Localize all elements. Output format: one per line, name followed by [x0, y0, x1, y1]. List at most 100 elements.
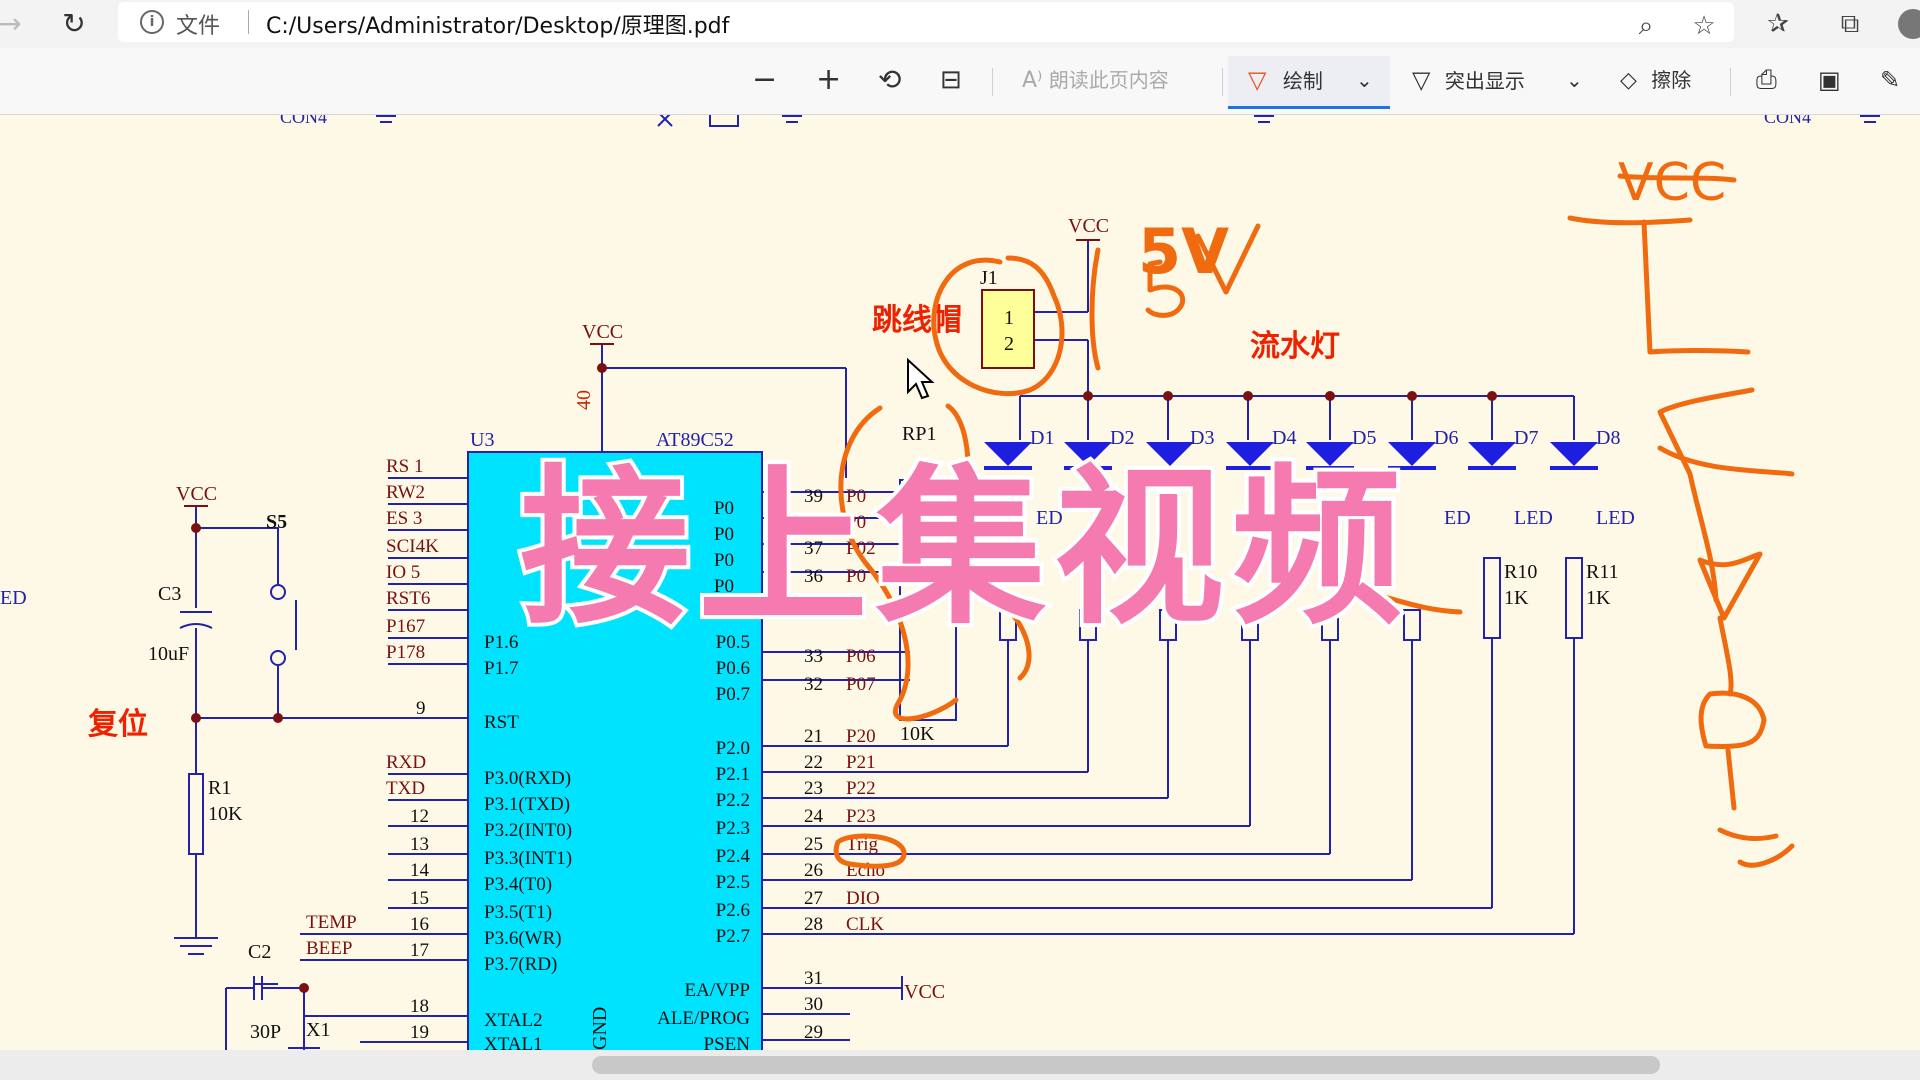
collections-icon[interactable]: ⧉ [1840, 9, 1860, 39]
j1-jumper [981, 289, 1035, 369]
draw-pen-icon: ▽ [1248, 66, 1267, 94]
pin-number: 28 [804, 914, 823, 935]
partial-led-left: ED [0, 587, 27, 609]
pdf-toolbar: − + ⟲ ⊟ A⁾ 朗读此页内容 ▽ 绘制 ⌄ ▽ 突出显示 ⌄ ◇ 擦除 ⎙… [0, 48, 1920, 115]
net-label: P20 [846, 726, 876, 747]
pin-40-label: 40 [573, 390, 595, 410]
pin-number: 14 [410, 860, 430, 881]
refresh-icon[interactable]: ↻ [62, 7, 86, 40]
net-label: P22 [846, 778, 876, 799]
net-label: P07 [846, 674, 876, 695]
net-label: P06 [846, 646, 876, 667]
favorite-star-icon[interactable]: ☆ [1692, 11, 1716, 41]
c3-value: 10uF [148, 643, 189, 665]
chip-pin-label: P2.0 [716, 738, 750, 759]
pin-number: 23 [804, 778, 823, 799]
chip-pin-label: P2.6 [716, 900, 750, 921]
chip-pin-label: P0 [714, 550, 734, 571]
r10-value: 1K [1504, 587, 1529, 609]
net-label: RST6 [386, 588, 430, 609]
chip-pin-label: P3.1(TXD) [484, 794, 570, 815]
pin-number: 21 [804, 726, 823, 747]
highlight-options-chevron-icon[interactable]: ⌄ [1566, 68, 1583, 92]
chip-pin-label: ALE/PROG [657, 1008, 750, 1029]
back-icon[interactable]: → [0, 7, 22, 40]
junctions [191, 363, 1497, 993]
pin-number: 26 [804, 860, 823, 881]
led-label: ED [1444, 507, 1471, 529]
draw-tab-active[interactable] [1228, 56, 1390, 109]
chip-pin-label: P3.4(T0) [484, 874, 552, 895]
net-label: P23 [846, 806, 876, 827]
freehand-ink [833, 173, 1795, 869]
save-icon[interactable]: ▣ [1818, 66, 1841, 94]
save-as-icon[interactable]: ✎ [1880, 66, 1901, 94]
draw-options-chevron-icon[interactable]: ⌄ [1356, 68, 1373, 92]
net-label: Trig [846, 834, 879, 855]
r1-label: R1 [208, 777, 231, 799]
rp1-value: 10K [900, 723, 935, 745]
erase-button[interactable]: ◇ 擦除 [1620, 60, 1691, 100]
pin-number: 31 [804, 968, 823, 989]
rotate-icon[interactable]: ⟲ [878, 63, 902, 96]
url-scheme-label: 文件 [176, 14, 221, 39]
left-pin-numbers: 9 12 13 14 15 16 17 18 19 [410, 698, 430, 1043]
red-annotations: 跳线帽 流水灯 复位 [88, 303, 1340, 742]
profile-avatar[interactable] [1898, 4, 1920, 44]
zoom-in-icon[interactable]: + [816, 62, 842, 97]
favorites-list-icon[interactable]: ✰ [1767, 9, 1789, 39]
chip-pin-label: P2.4 [716, 846, 751, 867]
pin-number: 19 [410, 1022, 429, 1043]
chip-pin-label: RST [484, 712, 519, 733]
net-label: P0 [846, 566, 866, 587]
net-label: ES 3 [386, 508, 422, 529]
flow-lights-label: 流水灯 [1250, 329, 1340, 364]
chip-pin-label: P2.5 [716, 872, 750, 893]
draw-button[interactable]: ▽ 绘制 [1248, 60, 1323, 100]
url-box[interactable]: i 文件 C:/Users/Administrator/Desktop/原理图.… [118, 2, 1734, 42]
vcc-handwritten-label: VCC [1618, 153, 1726, 213]
vcc-symbols [184, 239, 1100, 507]
pin-number: 12 [410, 806, 429, 827]
read-aloud-button[interactable]: A⁾ 朗读此页内容 [1022, 60, 1169, 100]
erase-label: 擦除 [1651, 68, 1692, 92]
chip-pin-label: P3.0(RXD) [484, 768, 571, 789]
zoom-out-icon[interactable]: − [752, 62, 778, 97]
pin-number: 27 [804, 888, 823, 909]
print-icon[interactable]: ⎙ [1756, 65, 1777, 95]
diode-label: D5 [1352, 427, 1376, 449]
pdf-document-view[interactable]: CON4 CON4 [0, 115, 1920, 1050]
j1-pin1: 1 [1004, 307, 1014, 329]
url-path[interactable]: C:/Users/Administrator/Desktop/原理图.pdf [266, 14, 730, 39]
schematic-page: CON4 CON4 [0, 115, 1880, 1050]
chip-pin-label: P3.6(WR) [484, 928, 562, 949]
chip-body [467, 451, 763, 1050]
chip-left-pins: P1.6 P1.7 RST P3.0(RXD) P3.1(TXD) P3.2(I… [484, 632, 572, 1050]
horizontal-scrollbar[interactable] [0, 1050, 1920, 1080]
chip-pin-label: P0 [714, 576, 734, 597]
chip-pin-label: P2.3 [716, 818, 750, 839]
url-separator [248, 10, 249, 34]
r10-label: R10 [1504, 561, 1537, 583]
net-label: SCI4K [386, 536, 439, 557]
j1-pin2: 2 [1004, 333, 1014, 355]
chip-pin-label: P3.3(INT1) [484, 848, 572, 869]
pin-number: 32 [804, 674, 823, 695]
chip-pin-label: P0.7 [716, 684, 750, 705]
pin-number: 15 [410, 888, 429, 909]
diode-label: D1 [1030, 427, 1054, 449]
led-resistors [999, 557, 1583, 641]
zoom-icon[interactable]: ⌕ [1638, 11, 1654, 41]
con4-label: CON4 [280, 115, 327, 127]
chip-pin-label: P0 [714, 524, 734, 545]
con4-label-right: CON4 [1764, 115, 1811, 127]
highlight-button[interactable]: ▽ 突出显示 [1412, 60, 1525, 100]
read-aloud-icon: A⁾ [1022, 68, 1043, 93]
pin-number: 30 [804, 994, 823, 1015]
diode-label: D7 [1514, 427, 1538, 449]
scrollbar-thumb[interactable] [592, 1056, 1660, 1074]
fit-page-icon[interactable]: ⊟ [940, 65, 962, 95]
info-icon[interactable]: i [140, 10, 164, 34]
diode-label: D3 [1190, 427, 1214, 449]
vcc-label-chip: VCC [582, 321, 623, 343]
